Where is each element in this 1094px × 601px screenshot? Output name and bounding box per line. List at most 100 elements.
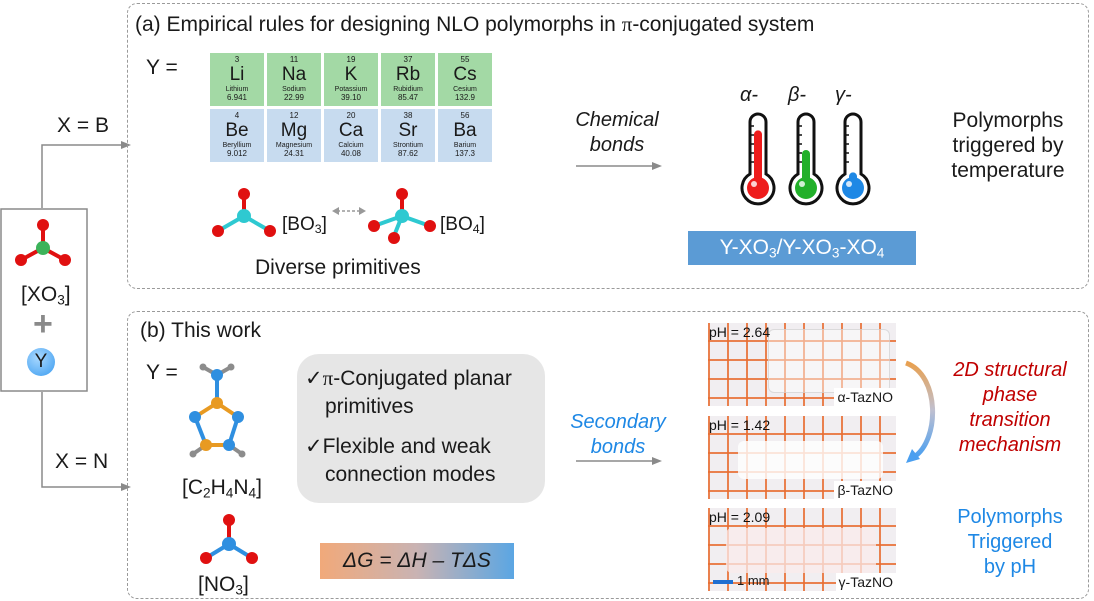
atomic-mass: 9.012 bbox=[226, 149, 248, 158]
bo3-molecule-icon bbox=[212, 188, 276, 237]
branch-label-nitrogen: X = N bbox=[55, 450, 109, 473]
branch-label-boron: X = B bbox=[57, 114, 109, 137]
element-name: Magnesium bbox=[275, 142, 313, 149]
thermometer-level bbox=[754, 130, 762, 184]
element-name: Calcium bbox=[338, 142, 364, 149]
xo3-molecule-icon bbox=[15, 219, 71, 266]
check-icon: ✓ bbox=[305, 435, 323, 458]
element-symbol: Na bbox=[281, 64, 307, 85]
atomic-mass: 24.31 bbox=[283, 149, 305, 158]
thermometer-label: β- bbox=[788, 84, 807, 106]
xo3-label: [XO3] bbox=[21, 283, 71, 308]
atomic-mass: 6.941 bbox=[226, 93, 248, 102]
no3-molecule-icon bbox=[200, 514, 258, 564]
gibbs-equation: ΔG = ΔH – TΔS bbox=[320, 543, 514, 579]
atomic-mass: 87.62 bbox=[397, 149, 419, 158]
thermometer-label: α- bbox=[740, 84, 759, 106]
element-symbol: Ba bbox=[453, 120, 477, 141]
crystal-photo-alpha: pH = 2.64 α-TazNO bbox=[708, 323, 896, 406]
formula-subscript: 3 bbox=[831, 245, 840, 261]
atomic-mass: 85.47 bbox=[397, 93, 419, 102]
thermometer-icon bbox=[835, 112, 871, 206]
element-symbol: Ca bbox=[338, 120, 364, 141]
secondary-bonds-arrow-icon bbox=[576, 457, 662, 465]
atomic-mass: 22.99 bbox=[283, 93, 305, 102]
y-cation-icon: Y bbox=[27, 348, 55, 376]
label-line: transition bbox=[969, 409, 1051, 431]
scale-bar: 1 mm bbox=[713, 573, 770, 588]
formula-box: Y-XO3/Y-XO3-XO4 bbox=[688, 231, 916, 265]
feature-1-cont: primitives bbox=[325, 395, 414, 418]
element-name: Potassium bbox=[334, 86, 368, 93]
atomic-number: 12 bbox=[289, 111, 299, 120]
panel-b bbox=[127, 311, 1089, 599]
panel-b-y-equals: Y = bbox=[146, 361, 178, 384]
formula-part: /Y-XO bbox=[776, 236, 832, 259]
element-name: Barium bbox=[453, 142, 477, 149]
interconversion-arrow-icon bbox=[332, 207, 366, 215]
ph-label: pH = 2.09 bbox=[709, 509, 771, 525]
c2h4n4-label: [C2H4N4] bbox=[182, 476, 262, 501]
formula-subscript: 4 bbox=[876, 245, 885, 261]
thermometer-label: γ- bbox=[835, 84, 852, 106]
thermometer-icon bbox=[788, 112, 824, 206]
element-symbol: Li bbox=[229, 64, 245, 85]
mechanism-label: 2D structural phase transition mechanism bbox=[935, 358, 1085, 458]
atomic-number: 3 bbox=[234, 55, 240, 64]
label-line: Triggered bbox=[967, 531, 1053, 553]
atomic-number: 19 bbox=[346, 55, 356, 64]
bo4-molecule-icon bbox=[368, 188, 436, 244]
aminotriazole-molecule-icon bbox=[189, 363, 246, 458]
thermometer-icon bbox=[740, 112, 776, 206]
panel-b-title: (b) This work bbox=[140, 319, 261, 342]
label-line: by pH bbox=[983, 556, 1037, 578]
element-name: Strontium bbox=[393, 142, 423, 149]
chemical-bonds-arrow-icon bbox=[576, 162, 662, 170]
panel-a-y-equals: Y = bbox=[146, 56, 178, 79]
check-icon: ✓ bbox=[305, 367, 323, 390]
label-line: mechanism bbox=[958, 434, 1062, 456]
polymorph-tag: β-TazNO bbox=[834, 481, 896, 499]
element-symbol: Cs bbox=[453, 64, 477, 85]
features-box: ✓π-Conjugated planar primitives ✓Flexibl… bbox=[297, 354, 545, 503]
scale-bar-icon bbox=[713, 579, 733, 584]
no3-label: [NO3] bbox=[198, 573, 249, 598]
diverse-primitives-label: Diverse primitives bbox=[255, 256, 421, 279]
bo4-label: [BO4] bbox=[440, 214, 485, 237]
atomic-mass: 132.9 bbox=[454, 93, 476, 102]
formula-part: -XO bbox=[839, 236, 877, 259]
element-symbol: K bbox=[344, 64, 358, 85]
crystal-photo-beta: pH = 1.42 β-TazNO bbox=[708, 416, 896, 499]
element-name: Beryllium bbox=[222, 142, 252, 149]
feature-1: ✓π-Conjugated planar bbox=[305, 366, 512, 390]
ph-label: pH = 2.64 bbox=[709, 324, 771, 340]
atomic-number: 55 bbox=[460, 55, 470, 64]
atomic-number: 38 bbox=[403, 111, 413, 120]
crystal-photo-gamma: pH = 2.09 1 mm γ-TazNO bbox=[708, 508, 896, 591]
element-name: Lithium bbox=[225, 86, 249, 93]
atomic-mass: 137.3 bbox=[454, 149, 476, 158]
label-line: 2D structural bbox=[953, 359, 1067, 381]
bo3-label: [BO3] bbox=[282, 214, 327, 237]
element-name: Rubidium bbox=[393, 86, 423, 93]
panel-a bbox=[127, 3, 1089, 289]
element-symbol: Sr bbox=[398, 120, 418, 141]
atomic-mass: 40.08 bbox=[340, 149, 362, 158]
element-name: Cesium bbox=[453, 86, 477, 93]
atomic-mass: 39.10 bbox=[340, 93, 362, 102]
feature-2-cont: connection modes bbox=[325, 463, 496, 486]
element-symbol: Rb bbox=[395, 64, 421, 85]
left-flow-lines bbox=[0, 141, 131, 491]
label-line: phase bbox=[982, 384, 1038, 406]
